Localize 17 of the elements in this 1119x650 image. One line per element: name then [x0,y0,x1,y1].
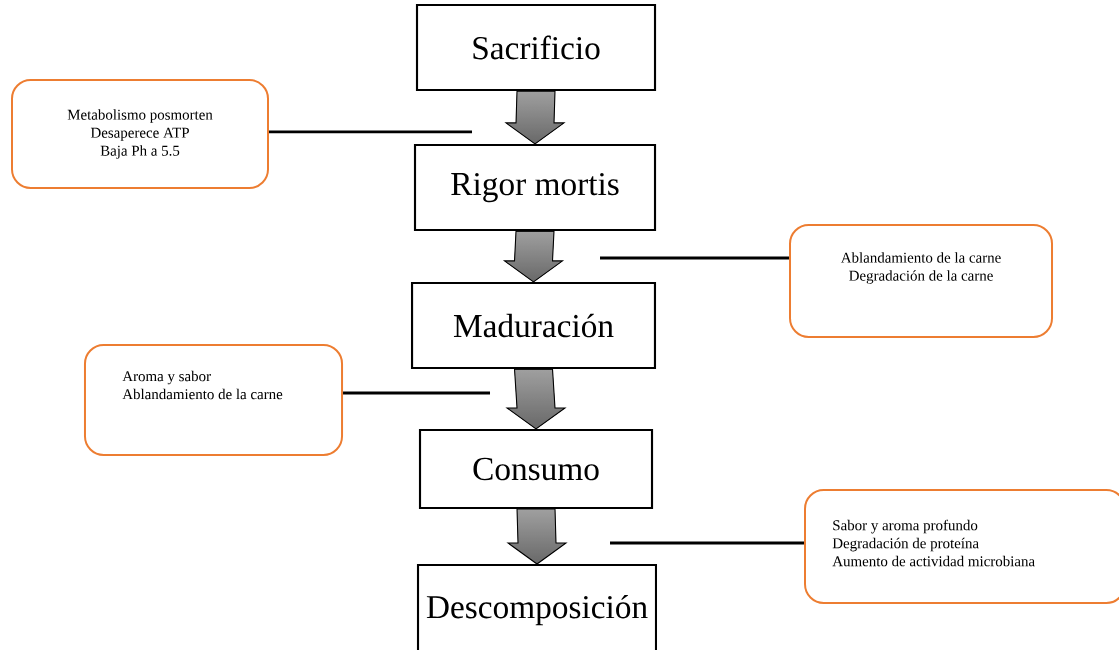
leader-line [269,130,472,134]
block-arrow [502,230,565,283]
block-arrow [506,508,568,565]
leader-line [610,541,804,545]
callout-box: Sabor y aroma profundo Degradación de proteína Aumento de actividad microbiana [804,489,1119,605]
leader-line [600,256,789,260]
step-box: Sacrificio [415,3,657,92]
callout-box: Metabolismo posmorten Desaperece ATP Baja Ph a 5.5 [11,79,269,189]
step-box: Maduración [410,281,657,370]
step-box: Rigor mortis [413,143,657,232]
callout-box: Ablandamiento de la carne Degradación de la carne [789,224,1053,338]
step-box: Consumo [418,428,654,510]
block-arrow [505,368,567,430]
block-arrow [504,90,566,145]
leader-line [343,391,490,395]
step-box: Descomposición [416,563,658,650]
callout-box: Aroma y sabor Ablandamiento de la carne [83,344,344,456]
